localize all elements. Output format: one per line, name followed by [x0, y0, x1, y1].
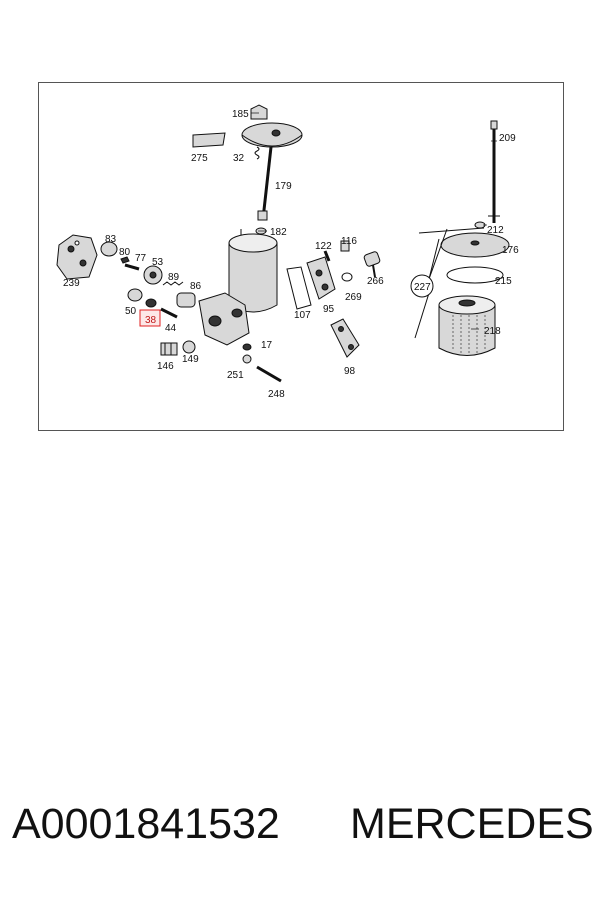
callout-218: 218	[484, 326, 501, 337]
callout-86: 86	[190, 281, 202, 292]
callout-179: 179	[275, 181, 292, 192]
part-53-valve	[143, 265, 163, 285]
callout-227: 227	[414, 282, 431, 293]
callout-182: 182	[270, 227, 287, 238]
callout-122: 122	[315, 241, 332, 252]
part-98-plate	[330, 318, 360, 358]
part-179-rod	[257, 146, 273, 221]
part-215-seal	[446, 266, 504, 284]
part-116	[340, 240, 350, 252]
callout-95: 95	[323, 304, 335, 315]
callout-77: 77	[135, 253, 147, 264]
callout-266: 266	[367, 276, 384, 287]
part-38	[145, 298, 157, 308]
part-number: A0001841532	[12, 800, 280, 848]
part-32-spring	[254, 146, 260, 160]
footer: A0001841532 MERCEDES	[0, 800, 600, 860]
callout-89: 89	[168, 272, 180, 283]
callout-209: 209	[499, 133, 516, 144]
callout-176: 176	[502, 245, 519, 256]
part-209-bolt	[488, 120, 500, 223]
callout-98: 98	[344, 366, 356, 377]
callout-146: 146	[157, 361, 174, 372]
callout-215: 215	[495, 276, 512, 287]
part-122-screw	[323, 250, 331, 262]
part-251-nut	[242, 354, 252, 364]
callout-239: 239	[63, 278, 80, 289]
part-269-ring	[341, 272, 353, 282]
part-17-housing	[198, 229, 278, 351]
part-149-ring	[182, 340, 196, 354]
part-248-bolt	[256, 365, 282, 383]
callout-17: 17	[261, 340, 273, 351]
callout-269: 269	[345, 292, 362, 303]
part-275-gasket	[192, 132, 226, 148]
part-44-screw	[160, 307, 178, 319]
callout-248: 248	[268, 389, 285, 400]
callout-185: 185	[232, 109, 249, 120]
callout-80: 80	[119, 247, 131, 258]
callout-116: 116	[341, 236, 357, 247]
callout-38-highlighted[interactable]: 38	[145, 315, 157, 326]
parts-diagram-frame: 185 275 32 179 182 209 83 80 77 53 89 86…	[38, 82, 564, 431]
part-cover-dome	[241, 122, 303, 148]
part-86-cylinder	[176, 292, 196, 308]
callout-227-circle	[410, 274, 434, 298]
part-50-ring	[127, 288, 143, 302]
part-239-plate	[56, 234, 98, 280]
part-95-flange	[306, 256, 336, 300]
group-227-bracket	[414, 227, 485, 339]
callout-212: 212	[487, 225, 504, 236]
part-218-filter-element	[438, 295, 496, 356]
callout-251: 251	[227, 370, 244, 381]
part-89-spring	[162, 281, 184, 286]
callout-50: 50	[125, 306, 137, 317]
callout-83: 83	[105, 234, 117, 245]
callout-44: 44	[165, 323, 177, 334]
part-266-sensor	[363, 251, 381, 278]
callout-53: 53	[152, 257, 164, 268]
callout-32: 32	[233, 153, 245, 164]
part-146-fitting	[160, 342, 178, 356]
callout-275: 275	[191, 153, 208, 164]
part-83-cap	[100, 241, 118, 257]
part-185-cap-nut	[250, 104, 268, 120]
callout-107: 107	[294, 310, 311, 321]
leader-lines	[251, 112, 499, 330]
exploded-parts-diagram: 185 275 32 179 182 209 83 80 77 53 89 86…	[56, 104, 519, 400]
part-77-bolt	[124, 263, 140, 271]
brand-name: MERCEDES	[350, 800, 594, 848]
part-80	[120, 256, 130, 264]
part-107-gasket	[286, 266, 312, 310]
highlight-box-38	[139, 309, 161, 327]
callout-149: 149	[182, 354, 199, 365]
